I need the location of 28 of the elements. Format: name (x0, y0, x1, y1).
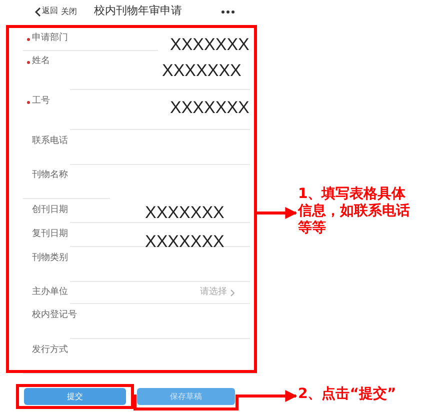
save-draft-button: 保存草稿 (137, 388, 235, 405)
field-label: 工号 (32, 97, 50, 106)
highlight-frame (6, 25, 257, 373)
field-label: 刊物名称 (32, 171, 68, 180)
select-field: 请选择 (200, 288, 227, 297)
field-label: 联系电话 (32, 137, 68, 146)
field-label: 创刊日期 (32, 206, 68, 215)
field-value: XXXXXXX (145, 204, 224, 221)
instruction-note: 1、填写表格具体信息，如联系电话等等 (298, 186, 410, 240)
field-label: 刊物类别 (32, 254, 68, 263)
page-title: 校内刊物年审申请 (94, 5, 182, 16)
arrow (132, 390, 298, 410)
field-label: 申请部门 (32, 34, 68, 43)
submit-button: 提交 (24, 388, 126, 405)
field-value: XXXXXXX (170, 36, 250, 53)
field-label: 校内登记号 (32, 311, 77, 320)
field-label: 发行方式 (32, 346, 68, 355)
close-link: 关闭 (61, 8, 77, 16)
highlight-frame (16, 384, 134, 409)
field-value: XXXXXXX (162, 62, 242, 79)
field-label: 主办单位 (32, 288, 68, 297)
arrow (257, 207, 298, 219)
field-label: 姓名 (32, 57, 50, 66)
field-label: 复刊日期 (32, 230, 68, 239)
field-value: XXXXXXX (145, 233, 224, 250)
instruction-note: 2、点击“提交” (298, 386, 418, 406)
back-link: 返回 (42, 7, 58, 15)
field-value: XXXXXXX (170, 99, 250, 116)
